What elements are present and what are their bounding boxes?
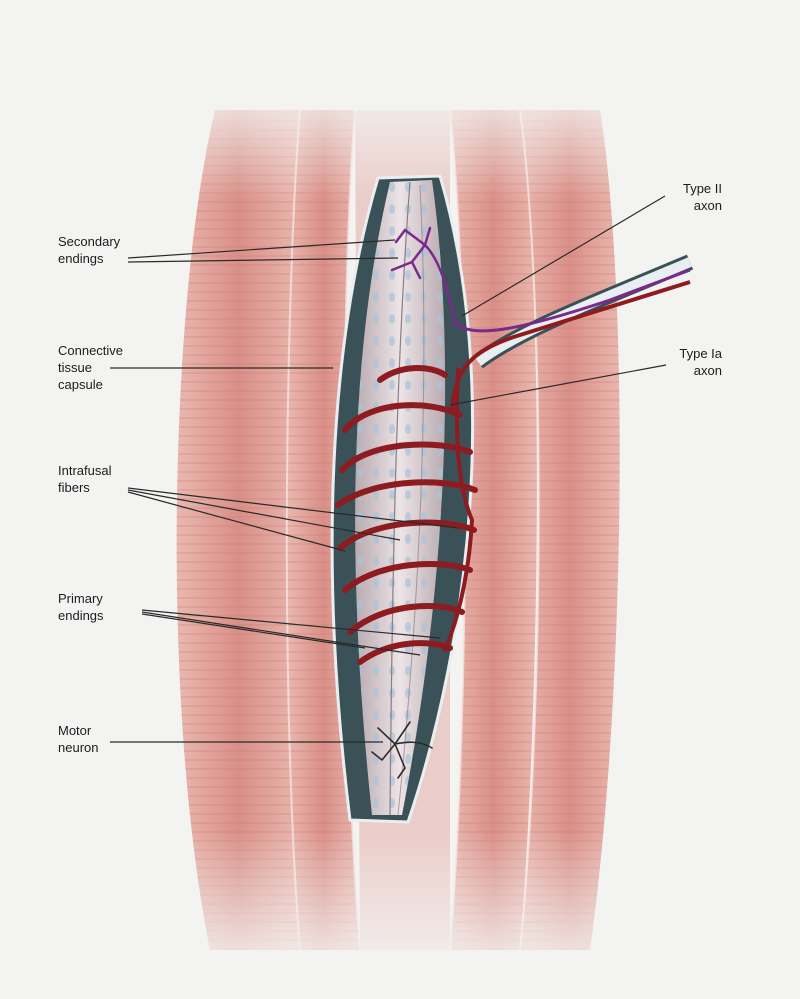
label-secondary-endings: Secondary endings [58, 234, 121, 266]
motor-neuron-ending [371, 721, 433, 779]
label-type-ii-axon: Type II axon [682, 181, 722, 213]
leader-lines [110, 195, 667, 743]
secondary-endings-branches [390, 226, 457, 324]
label-intrafusal-fibers: Intrafusal fibers [58, 463, 112, 495]
label-connective-tissue-capsule: Connective tissue capsule [58, 343, 124, 392]
label-primary-endings: Primary endings [58, 591, 104, 623]
label-type-ia-axon: Type Ia axon [679, 346, 722, 378]
axon-bundle [450, 254, 694, 411]
label-motor-neuron: Motor neuron [58, 723, 99, 755]
primary-endings-coils [335, 365, 478, 665]
intrafusal-fiber-bundle [355, 180, 446, 816]
